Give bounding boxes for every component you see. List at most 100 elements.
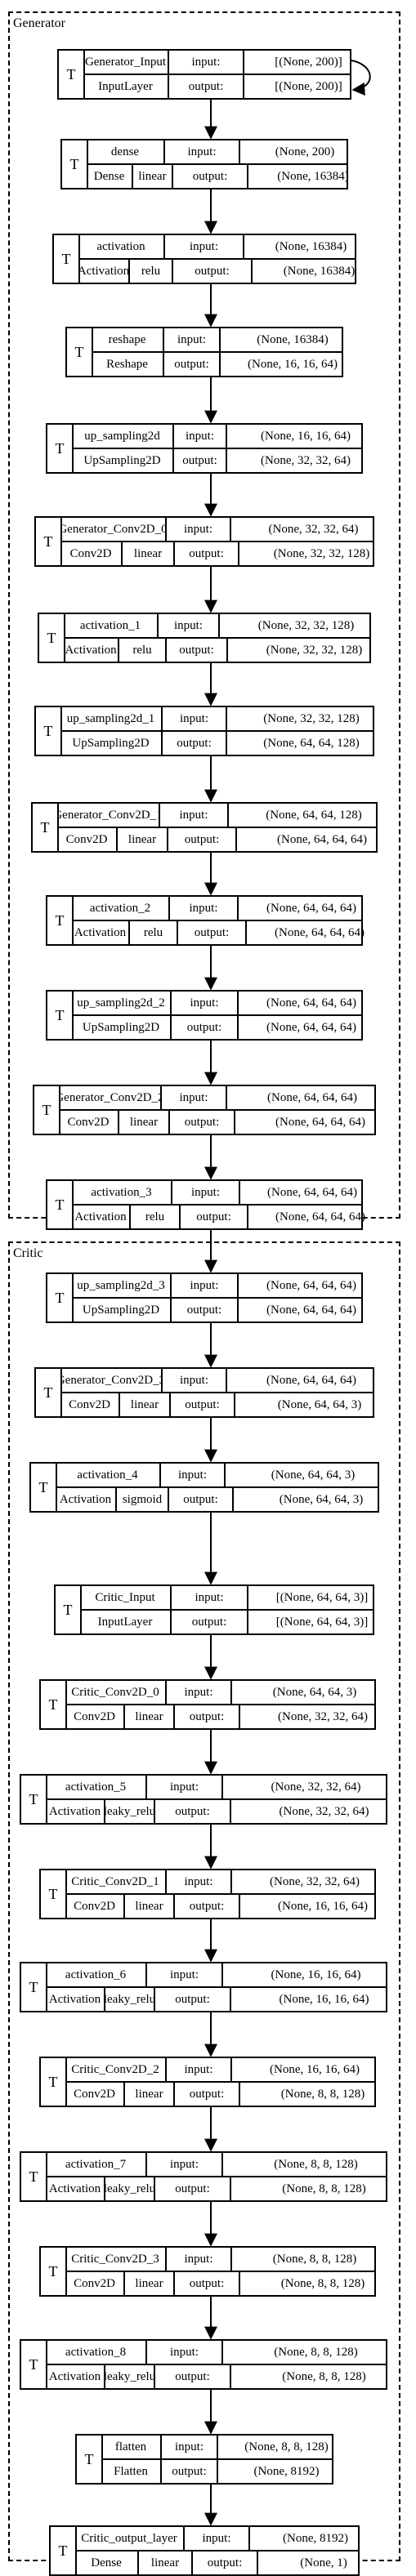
layer-activation: leaky_relu (104, 1988, 154, 2011)
tensor-icon: T (39, 614, 65, 662)
tensor-icon: T (41, 2248, 67, 2295)
input-shape: (None, 8, 8, 128) (221, 2153, 409, 2176)
output-shape: (None, 16384) (251, 260, 386, 283)
output-label: output: (154, 2177, 230, 2200)
output-label: output: (165, 639, 226, 662)
output-shape: (None, 32, 32, 64) (230, 1800, 416, 1823)
input-label: input: (160, 2436, 217, 2458)
input-shape: (None, 32, 32, 128) (226, 707, 396, 730)
input-shape: [(None, 200)] (243, 51, 373, 74)
tensor-icon: T (34, 1086, 60, 1134)
input-label: input: (168, 51, 243, 74)
layer-activation: linear (123, 2083, 173, 2106)
layer-name: Generator_Conv2D_2 (59, 1090, 160, 1104)
tensor-icon: T (21, 1776, 47, 1823)
output-label: output: (167, 828, 235, 851)
tensor-icon: T (33, 804, 59, 851)
input-shape: (None, 32, 32, 64) (221, 1776, 409, 1798)
tensor-icon: T (47, 897, 74, 944)
layer-activation: linear (116, 828, 167, 851)
output-shape: [(None, 64, 64, 3)] (247, 1611, 396, 1633)
input-label: input: (163, 235, 243, 258)
input-label: input: (172, 425, 226, 448)
tensor-icon: T (31, 1464, 57, 1511)
layer-type: Activation (48, 2182, 101, 2195)
layer-name: Critic_Conv2D_1 (71, 1874, 159, 1888)
edge-self-loop (351, 60, 371, 96)
input-label: input: (159, 1464, 224, 1486)
input-label: input: (170, 1274, 237, 1297)
layer-type: Conv2D (74, 2087, 115, 2101)
layer-name: Generator_Conv2D_3 (60, 1373, 161, 1387)
tensor-icon: T (47, 992, 74, 1039)
layer-activation: sigmoid (115, 1488, 168, 1511)
output-shape: (None, 8, 8, 128) (230, 2177, 416, 2200)
input-label: input: (165, 518, 230, 541)
tensor-icon: T (41, 2058, 67, 2106)
layer-name: Generator_Conv2D_1 (57, 808, 159, 822)
output-shape: (None, 64, 64, 64) (237, 1299, 384, 1321)
layer-name: activation_6 (65, 1968, 127, 1981)
layer-name: activation_5 (65, 1780, 127, 1794)
layer-type: Conv2D (69, 546, 112, 560)
layer-type: Dense (91, 2556, 122, 2569)
output-shape: (None, 32, 32, 128) (238, 542, 404, 565)
layer-type: Activation (59, 1492, 112, 1506)
input-label: input: (163, 328, 219, 351)
layer-type: Activation (74, 925, 127, 939)
layer-name: Generator_Conv2D_0 (60, 522, 165, 536)
output-label: output: (169, 1393, 234, 1416)
output-label: output: (168, 1111, 234, 1134)
output-label: output: (172, 449, 226, 472)
layer-type: InputLayer (98, 79, 153, 93)
input-label: input: (171, 1181, 239, 1204)
generator-cluster-label: Generator (13, 16, 65, 30)
layer-activation: leaky_relu (104, 1800, 154, 1823)
input-label: input: (145, 2153, 221, 2176)
layer-activation: relu (128, 260, 172, 283)
output-shape: (None, 64, 64, 3) (232, 1488, 409, 1511)
input-label: input: (183, 2527, 248, 2550)
layer-activation: relu (129, 1206, 179, 1228)
input-shape: (None, 8, 8, 128) (221, 2341, 409, 2364)
output-label: output: (168, 1488, 232, 1511)
input-label: input: (160, 1086, 226, 1109)
output-label: output: (154, 1988, 230, 2011)
input-shape: (None, 16, 16, 64) (221, 1963, 409, 1986)
input-shape: (None, 64, 64, 3) (230, 1681, 397, 1704)
input-shape: (None, 200) (239, 140, 369, 163)
layer-name: Critic_Conv2D_3 (71, 2252, 159, 2266)
input-shape: (None, 8, 8, 128) (230, 2248, 397, 2271)
output-label: output: (173, 1895, 239, 1918)
tensor-icon: T (62, 140, 88, 188)
input-label: input: (161, 1369, 226, 1392)
tensor-icon: T (47, 1181, 74, 1228)
input-label: input: (157, 614, 218, 637)
layer-type: InputLayer (97, 1615, 153, 1629)
input-shape: (None, 64, 64, 64) (226, 1086, 397, 1109)
tensor-icon: T (47, 1274, 74, 1321)
input-label: input: (170, 1586, 247, 1609)
layer-name: activation_4 (77, 1468, 138, 1482)
output-shape: [(None, 200)] (243, 75, 373, 98)
layer-type: UpSampling2D (83, 453, 161, 467)
layer-name: activation_3 (91, 1185, 152, 1199)
input-shape: (None, 16384) (243, 235, 378, 258)
output-label: output: (163, 353, 219, 376)
output-label: output: (173, 2083, 239, 2106)
input-shape: (None, 16, 16, 64) (226, 425, 384, 448)
